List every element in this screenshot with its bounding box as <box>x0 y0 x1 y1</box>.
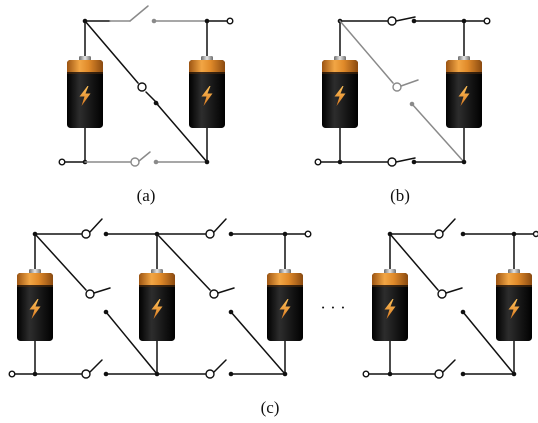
battery-icon <box>267 269 303 341</box>
battery-icon <box>446 56 482 128</box>
caption-c: (c) <box>261 398 280 417</box>
battery-icon <box>372 269 408 341</box>
battery-icon <box>189 56 225 128</box>
switch-icon <box>84 5 208 24</box>
battery-icon <box>67 56 103 128</box>
circuit-b: (b) <box>314 16 491 205</box>
caption-a: (a) <box>137 186 156 205</box>
ellipsis: · · · <box>320 298 345 317</box>
switch-icon <box>339 20 465 163</box>
battery-icon <box>17 269 53 341</box>
circuit-c: · · · (c) <box>8 218 538 417</box>
circuit-a: (a) <box>58 5 234 205</box>
switch-icon <box>339 157 465 167</box>
battery-icon <box>139 269 175 341</box>
battery-icon <box>322 56 358 128</box>
switch-icon <box>84 20 208 163</box>
caption-b: (b) <box>390 186 410 205</box>
switch-icon <box>339 16 465 26</box>
battery-icon <box>496 269 532 341</box>
switch-icon <box>84 151 208 167</box>
